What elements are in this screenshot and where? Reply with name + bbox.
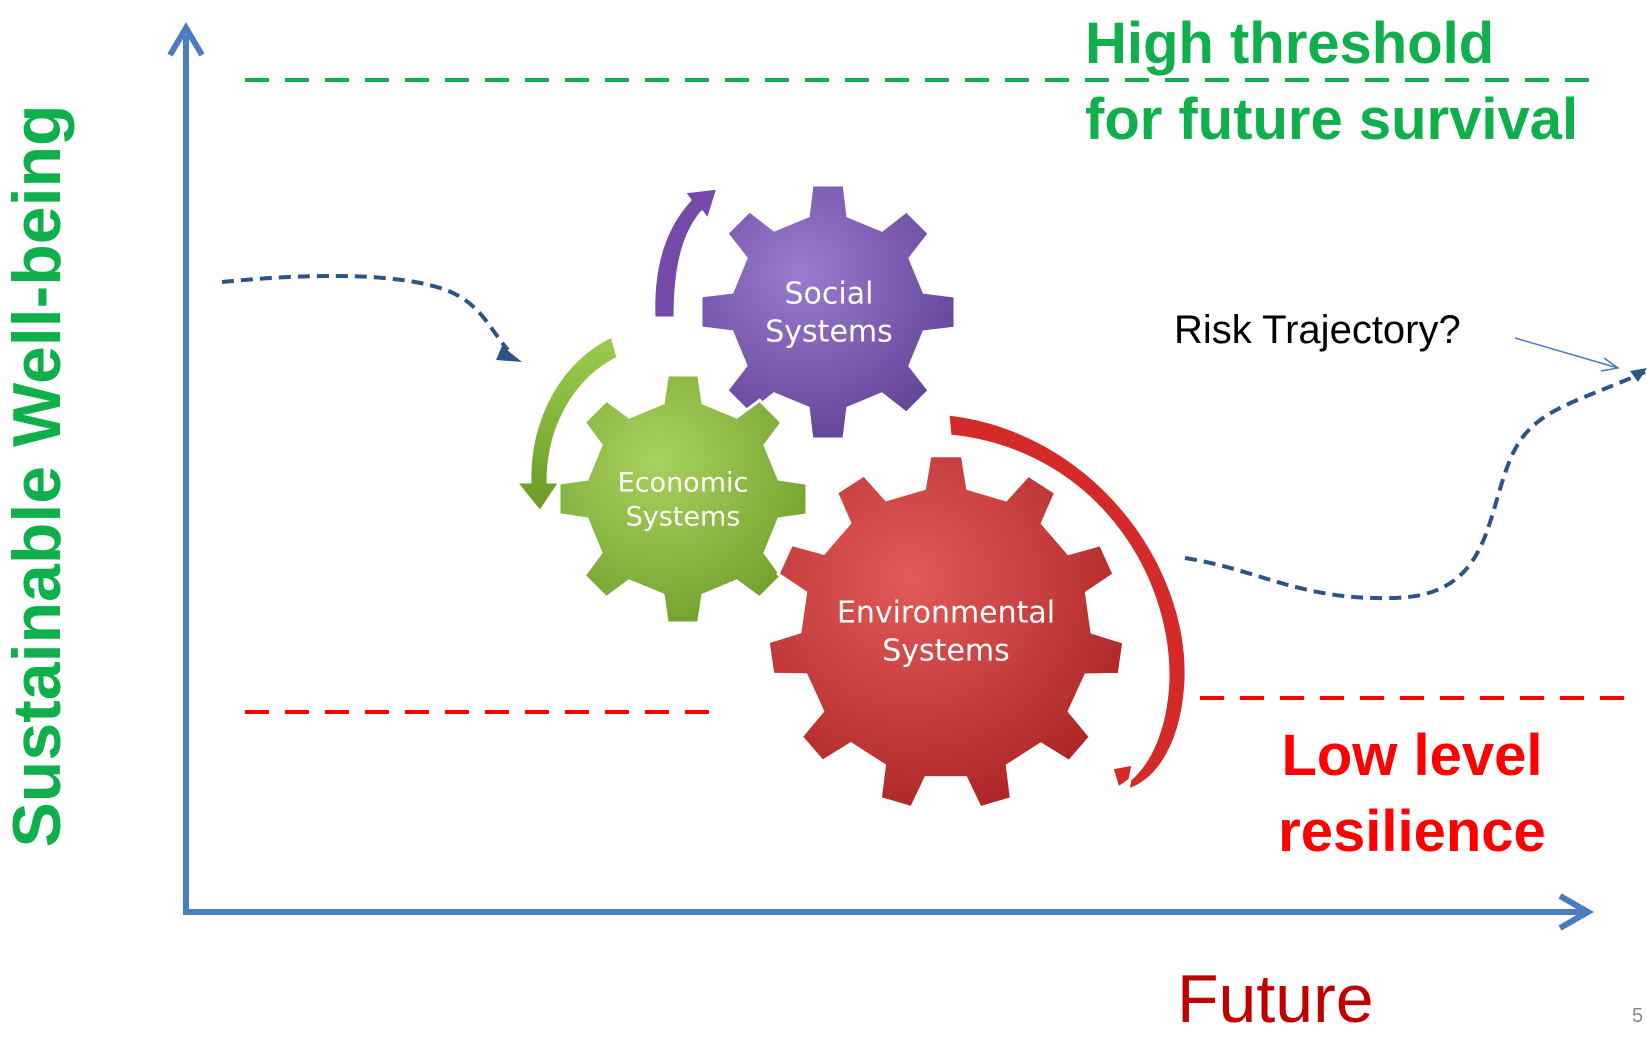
risk-callout-arrowhead (1600, 357, 1620, 372)
low-level-line2: resilience (1278, 799, 1546, 864)
economic-label-line2: Systems (625, 501, 741, 532)
risk-trajectory-label: Risk Trajectory? (1174, 308, 1461, 352)
economic-systems-gear (557, 373, 809, 625)
trajectory-incoming-path (221, 273, 510, 352)
high-threshold-line2: for future survival (1085, 87, 1579, 152)
low-level-label: Low level resilience (1262, 718, 1562, 870)
environmental-label-line2: Systems (882, 633, 1010, 668)
risk-trajectory-path (1184, 370, 1646, 601)
social-rotation-arrow (652, 186, 720, 320)
page-number: 5 (1632, 1005, 1644, 1027)
social-systems-label: Social Systems (765, 276, 893, 351)
environmental-systems-gear (766, 454, 1126, 810)
risk-callout-line (1514, 337, 1619, 369)
high-threshold-label: High threshold for future survival (1085, 6, 1645, 158)
trajectory-incoming-arrowhead (496, 346, 522, 362)
environmental-label-line1: Environmental (836, 595, 1056, 631)
economic-label-line1: Economic (617, 467, 749, 499)
y-axis-title: Sustainable Well-being (0, 104, 75, 848)
social-label-line2: Systems (765, 314, 893, 349)
social-label-line1: Social (784, 276, 874, 312)
environmental-systems-label: Environmental Systems (837, 595, 1055, 670)
social-systems-gear (699, 183, 957, 441)
low-level-line1: Low level (1281, 723, 1543, 788)
risk-trajectory-arrowhead (1630, 368, 1647, 382)
x-axis-title: Future (1177, 961, 1374, 1037)
x-axis-arrowhead (1558, 893, 1595, 931)
y-axis-arrowhead (167, 22, 205, 57)
high-threshold-line1: High threshold (1085, 11, 1495, 76)
economic-systems-label: Economic Systems (618, 466, 749, 534)
environmental-rotation-arrow (946, 412, 1188, 792)
economic-rotation-arrow (514, 334, 620, 514)
